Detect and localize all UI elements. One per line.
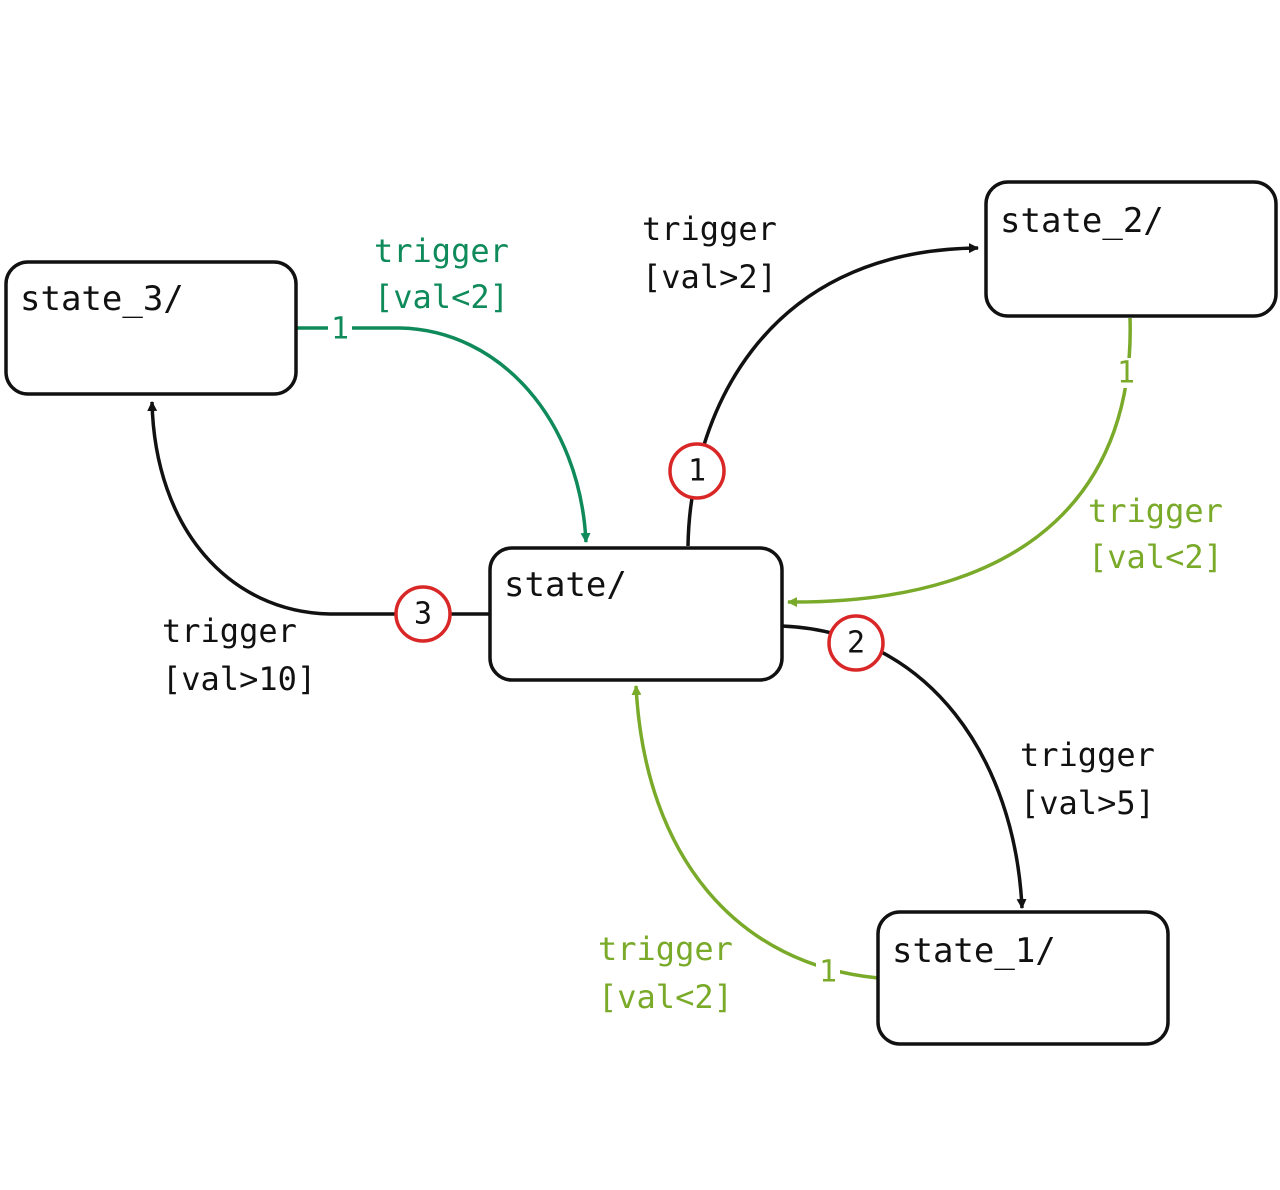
label-to-state-3: trigger [val>10] — [162, 612, 316, 698]
state-3-label: state_3/ — [20, 279, 184, 319]
svg-text:[val>2]: [val>2] — [642, 258, 777, 296]
svg-text:trigger: trigger — [642, 210, 777, 248]
state-2-label: state_2/ — [1000, 201, 1164, 241]
priority-marker-to-state-1: 2 — [827, 614, 885, 672]
state-node-state-2[interactable]: state_2/ — [984, 180, 1278, 318]
label-from-state-2: trigger [val<2] — [1088, 492, 1223, 576]
svg-text:2: 2 — [847, 626, 865, 661]
priority-marker-from-state-3: 1 — [328, 312, 352, 347]
edge-state-to-state-3 — [147, 401, 490, 616]
svg-text:[val>10]: [val>10] — [162, 660, 316, 698]
label-from-state-1: trigger [val<2] — [598, 930, 733, 1016]
svg-text:3: 3 — [414, 597, 432, 632]
priority-marker-from-state-1: 1 — [816, 955, 840, 990]
svg-text:1: 1 — [331, 312, 349, 347]
state-node-state-3[interactable]: state_3/ — [4, 260, 298, 396]
svg-text:trigger: trigger — [1088, 492, 1223, 530]
svg-text:1: 1 — [1117, 356, 1135, 391]
label-to-state-1: trigger [val>5] — [1020, 736, 1155, 822]
edge-state-3-to-state — [296, 326, 591, 543]
svg-text:[val<2]: [val<2] — [1088, 538, 1223, 576]
edge-state-2-to-state — [787, 317, 1132, 608]
state-node-state-1[interactable]: state_1/ — [876, 910, 1170, 1046]
state-1-label: state_1/ — [892, 931, 1056, 971]
svg-text:trigger: trigger — [598, 930, 733, 968]
label-from-state-3: trigger [val<2] — [374, 232, 509, 316]
state-node-state[interactable]: state/ — [488, 546, 784, 682]
svg-text:[val<2]: [val<2] — [374, 278, 509, 316]
priority-marker-from-state-2: 1 — [1114, 356, 1138, 391]
state-label: state/ — [504, 565, 627, 605]
priority-marker-to-state-3: 3 — [394, 585, 452, 643]
svg-text:trigger: trigger — [1020, 736, 1155, 774]
svg-text:trigger: trigger — [162, 612, 297, 650]
svg-text:trigger: trigger — [374, 232, 509, 270]
svg-text:[val>5]: [val>5] — [1020, 784, 1155, 822]
label-to-state-2: trigger [val>2] — [642, 210, 777, 296]
svg-text:[val<2]: [val<2] — [598, 978, 733, 1016]
svg-text:1: 1 — [688, 454, 706, 489]
svg-text:1: 1 — [819, 955, 837, 990]
priority-marker-to-state-2: 1 — [668, 442, 726, 500]
edge-state-to-state-1 — [781, 624, 1027, 909]
